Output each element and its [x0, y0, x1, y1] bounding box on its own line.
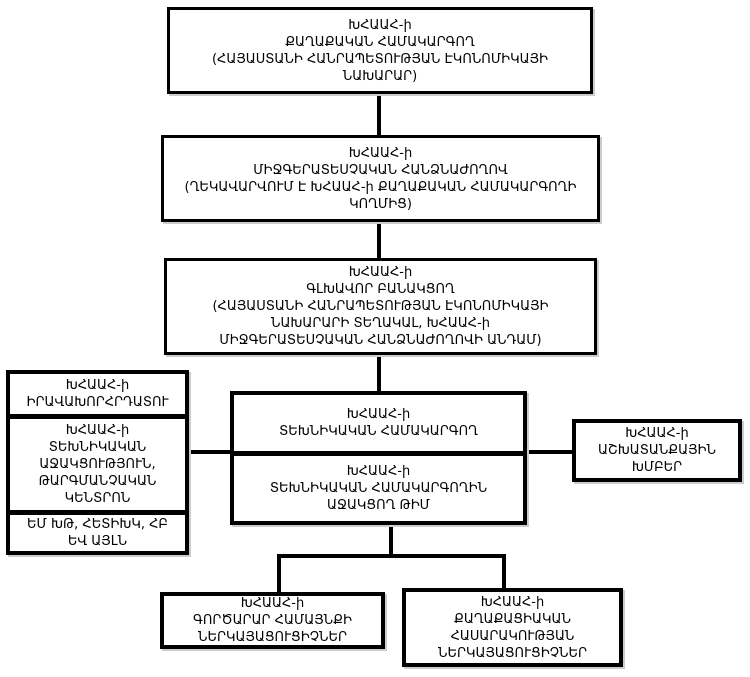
connector-to-business-community [277, 554, 281, 594]
connector-negotiator-to-technical [377, 353, 381, 393]
box-text-line: ՆԵՐԿԱՅԱՑՈՒՑԻՉՆԵՐ [197, 630, 347, 645]
box-text-line: ՏԵԽՆԻԿԱԿԱՆ [48, 440, 147, 455]
box-donor-organizations: ԵՄ ԽԹ, ՀԵՏԻԽԿ, ՀԲ ԵՎ ԱՅԼՆ [6, 511, 189, 555]
box-text-line: ԽՀԱԱՀ-ի [348, 145, 413, 161]
box-text-line: ԱՋԱԿՑՈՒԹՅՈՒՆ, [39, 457, 156, 472]
box-text-line: ԻՐԱՎԱԽՈՐՀՐԴԱՏՈՒ [26, 395, 169, 410]
box-text-line: (ՀԱՅԱՍՏԱՆԻ ՀԱՆՐԱՊԵՏՈՒԹՅԱՆ ԷԿՈՆՈՄԻԿԱՅԻ [212, 299, 549, 314]
box-text-line: ԳԼԽԱՎՈՐ ԲԱՆԱԿՑՈՂ [306, 282, 455, 297]
box-text-line: ՏԵԽՆԻԿԱԿԱՆ ՀԱՄԱԿԱՐԳՈՂ [279, 424, 478, 439]
box-text-line: ՀԱՍԱՐԱԿՈՒԹՅԱՆ [450, 628, 575, 644]
box-civil-society: ԽՀԱԱՀ-ի ՔԱՂԱՔԱՑԻԱԿԱՆ ՀԱՍԱՐԱԿՈՒԹՅԱՆ ՆԵՐԿԱ… [402, 588, 623, 667]
box-business-community: ԽՀԱԱՀ-ի ԳՈՐԾԱՐԱՐ ՀԱՄԱՅՆՔԻ ՆԵՐԿԱՅԱՑՈՒՑԻՉՆ… [160, 592, 385, 649]
box-text-line: ՆԵՐԿԱՅԱՑՈՒՑԻՉՆԵՐ [437, 645, 587, 661]
box-text-line: ՔԱՂԱՔԱՑԻԱԿԱՆ [454, 611, 571, 627]
box-text-line: ԱՋԱԿՑՈՂ ԹԻՄ [327, 498, 430, 513]
box-text-line: ԿԵՆՏՐՈՆ [64, 491, 131, 506]
box-text-line: ԽՀԱԱՀ-ի [480, 594, 545, 610]
box-legal-advisor: ԽՀԱԱՀ-ի ԻՐԱՎԱԽՈՐՀՐԴԱՏՈՒ [6, 370, 189, 418]
box-text-line: ԽՀԱԱՀ-ի [348, 265, 413, 280]
box-text-line: ԽՀԱԱՀ-ի [240, 596, 305, 611]
box-text-line: ԽՀԱԱՀ-ի [348, 17, 412, 33]
box-text-line: (ՀԱՅԱՍՏԱՆԻ ՀԱՆՐԱՊԵՏՈՒԹՅԱՆ ԷԿՈՆՈՄԻԿԱՅԻ [211, 51, 549, 67]
box-text-line: ԵՄ ԽԹ, ՀԵՏԻԽԿ, ՀԲ [27, 517, 168, 532]
connector-political-to-commission [377, 93, 381, 137]
box-text-line: ԽՀԱԱՀ-ի [625, 426, 689, 441]
box-text-line: ՏԵԽՆԻԿԱԿԱՆ ՀԱՄԱԿԱՐԳՈՂԻՆ [269, 481, 488, 496]
box-support-team: ԽՀԱԱՀ-ի ՏԵԽՆԻԿԱԿԱՆ ՀԱՄԱԿԱՐԳՈՂԻՆ ԱՋԱԿՑՈՂ … [230, 452, 527, 525]
box-text-line: ԽՀԱԱՀ-ի [346, 407, 411, 422]
box-text-line: ԽՀԱԱՀ-ի [346, 464, 411, 479]
box-text-line: ԵՎ ԱՅԼՆ [67, 534, 128, 549]
box-text-line: ԱՇԽԱՏԱՆՔԱՅԻՆ [597, 443, 717, 458]
box-text-line: ՆԱԽԱՐԱՐԻ ՏԵՂԱԿԱԼ, ԽՀԱԱՀ-ի [270, 316, 491, 331]
box-text-line: ԽՀԱԱՀ-ի [65, 423, 130, 438]
connector-center-to-working-groups [525, 450, 574, 454]
box-text-line: ՄԻՋԳԵՐԱՏԵՍՉԱԿԱՆ ՀԱՆՁՆԱԺՈՂՈՎ [253, 162, 508, 178]
box-text-line: ՄԻՋԳԵՐԱՏԵՍՉԱԿԱՆ ՀԱՆՁՆԱԺՈՂՈՎԻ ԱՆԴԱՄ) [219, 333, 542, 348]
box-interagency-commission: ԽՀԱԱՀ-ի ՄԻՋԳԵՐԱՏԵՍՉԱԿԱՆ ՀԱՆՁՆԱԺՈՂՈՎ (ՂԵԿ… [161, 135, 600, 222]
box-chief-negotiator: ԽՀԱԱՀ-ի ԳԼԽԱՎՈՐ ԲԱՆԱԿՑՈՂ (ՀԱՅԱՍՏԱՆԻ ՀԱՆՐ… [164, 258, 597, 355]
box-text-line: ԽՄԲԵՐ [631, 460, 683, 475]
box-text-line: ՆԱԽԱՐԱՐ) [342, 68, 418, 84]
connector-support-team-down [389, 523, 393, 556]
box-text-line: ԿՈՂՄԻՑ) [349, 196, 412, 212]
box-text-line: ԳՈՐԾԱՐԱՐ ՀԱՄԱՅՆՔԻ [193, 613, 352, 628]
box-text-line: (ՂԵԿԱՎԱՐՎՈՒՄ Է ԽՀԱԱՀ-ի ՔԱՂԱՔԱԿԱՆ ՀԱՄԱԿԱՐ… [184, 179, 577, 195]
connector-to-civil-society [502, 554, 506, 590]
box-technical-assistance-center: ԽՀԱԱՀ-ի ՏԵԽՆԻԿԱԿԱՆ ԱՋԱԿՑՈՒԹՅՈՒՆ, ԹԱՐԳՄԱՆ… [6, 415, 189, 514]
connector-commission-to-negotiator [377, 220, 381, 260]
box-text-line: ԽՀԱԱՀ-ի [65, 378, 130, 393]
box-working-groups: ԽՀԱԱՀ-ի ԱՇԽԱՏԱՆՔԱՅԻՆ ԽՄԲԵՐ [572, 419, 742, 482]
box-political-coordinator: ԽՀԱԱՀ-ի ՔԱՂԱՔԱԿԱՆ ՀԱՄԱԿԱՐԳՈՂ (ՀԱՅԱՍՏԱՆԻ … [167, 7, 593, 94]
connector-left-column-to-center [186, 450, 232, 454]
box-technical-coordinator: ԽՀԱԱՀ-ի ՏԵԽՆԻԿԱԿԱՆ ՀԱՄԱԿԱՐԳՈՂ [230, 391, 527, 455]
box-text-line: ԹԱՐԳՄԱՆՉԱԿԱՆ [38, 474, 157, 489]
connector-bottom-split [277, 554, 506, 558]
box-text-line: ՔԱՂԱՔԱԿԱՆ ՀԱՄԱԿԱՐԳՈՂ [285, 34, 475, 50]
